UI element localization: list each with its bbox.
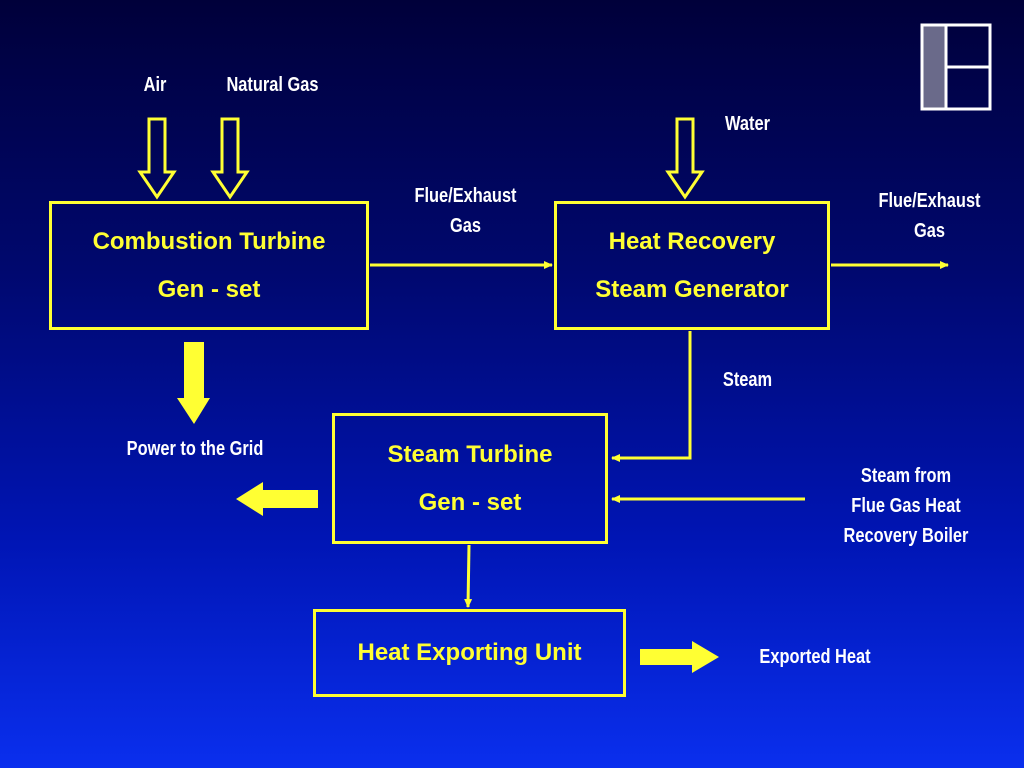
- air-label: Air: [143, 74, 167, 96]
- power-to-grid-label: Power to the Grid: [126, 438, 264, 460]
- combustion-turbine-line-2: Gen - set: [157, 275, 261, 303]
- water-label: Water: [725, 113, 770, 135]
- air-input-arrow: [137, 117, 177, 200]
- turbine-to-heat-unit-arrow: [464, 544, 473, 608]
- power-to-grid-arrow: [236, 482, 318, 516]
- window-pane-logo-icon: [920, 23, 992, 111]
- water-input-arrow: [665, 117, 705, 200]
- hrsg-line-2: Steam Generator: [595, 275, 789, 303]
- flue-exhaust-gas-label-1: Flue/Exhaust Gas: [414, 185, 517, 237]
- exported-heat-label: Exported Heat: [759, 646, 871, 668]
- heat-exporting-unit-label: Heat Exporting Unit: [357, 639, 582, 666]
- combustion-turbine-box: Combustion Turbine Gen - set: [49, 201, 369, 330]
- natural-gas-label: Natural Gas: [226, 74, 319, 96]
- exported-heat-arrow: [640, 641, 719, 673]
- steam-from-boiler-label: Steam from Flue Gas Heat Recovery Boiler: [843, 465, 969, 547]
- heat-recovery-steam-generator-box: Heat Recovery Steam Generator: [554, 201, 830, 330]
- natural-gas-input-arrow: [210, 117, 250, 200]
- steam-turbine-box: Steam Turbine Gen - set: [332, 413, 608, 544]
- steam-turbine-line-1: Steam Turbine: [387, 440, 553, 468]
- hrsg-line-1: Heat Recovery: [608, 227, 776, 255]
- steam-label: Steam: [722, 369, 773, 391]
- steam-to-turbine-arrow: [611, 331, 692, 462]
- combustion-turbine-line-1: Combustion Turbine: [92, 227, 326, 255]
- heat-exporting-unit-box: Heat Exporting Unit: [313, 609, 626, 697]
- power-output-arrow: [177, 342, 210, 424]
- steam-turbine-line-2: Gen - set: [418, 488, 522, 516]
- flue-exhaust-gas-label-2: Flue/Exhaust Gas: [878, 190, 981, 242]
